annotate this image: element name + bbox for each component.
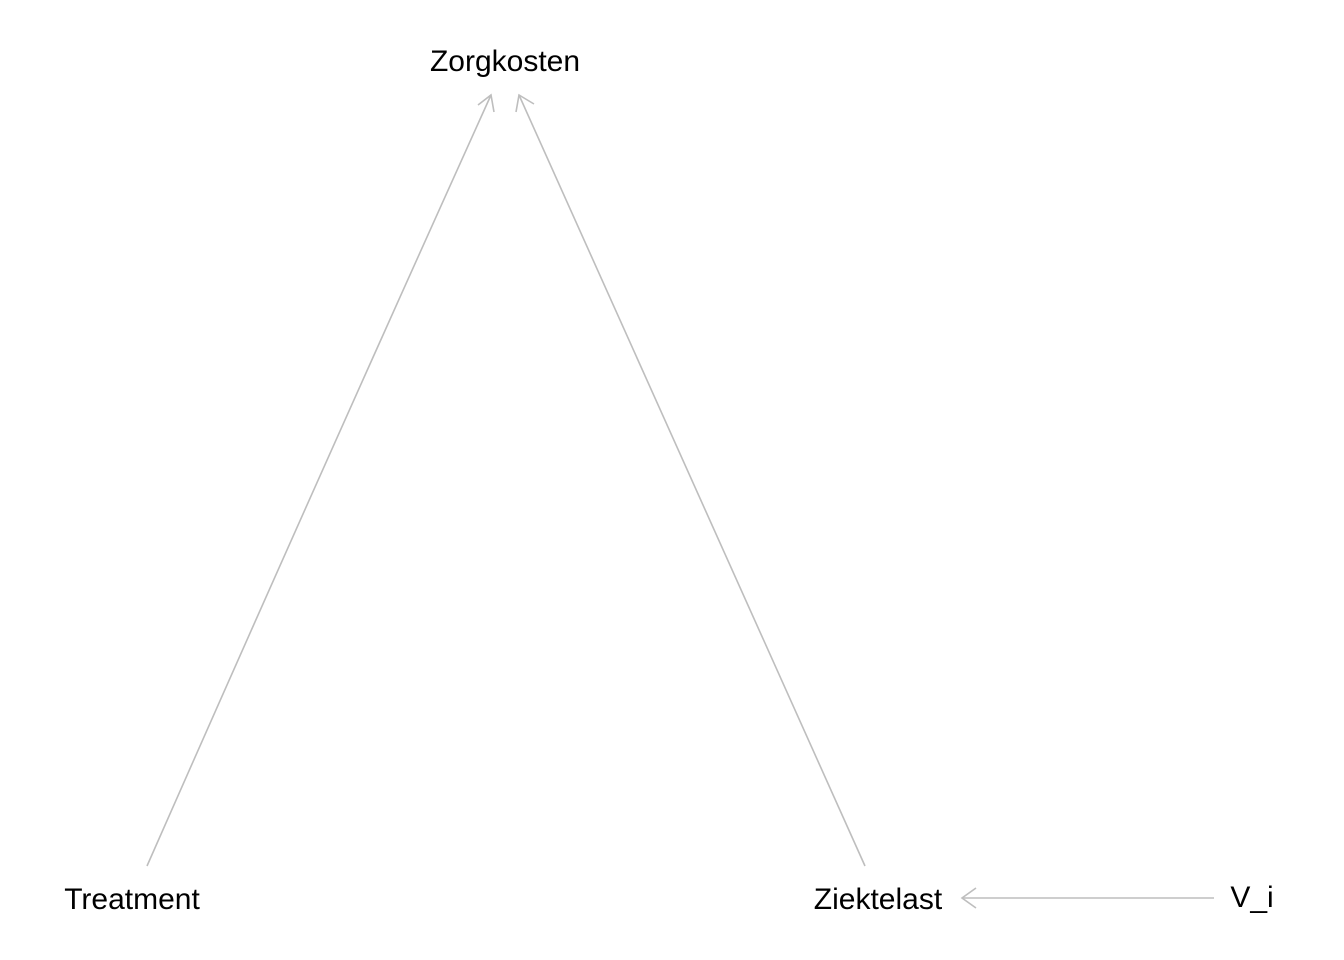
- node-v_i: V_i: [1230, 881, 1273, 914]
- edges-group: [146, 93, 1214, 909]
- node-zorgkosten: Zorgkosten: [430, 45, 580, 78]
- arrowhead-treatment-to-zorgkosten: [477, 93, 495, 113]
- nodes-group: Zorgkosten Treatment Ziektelast V_i: [64, 45, 1273, 916]
- edge-ziektelast-to-zorgkosten: [518, 94, 866, 867]
- node-treatment: Treatment: [64, 883, 200, 916]
- arrowhead-ziektelast-to-zorgkosten: [515, 93, 535, 113]
- arrowhead-v_i-to-ziektelast: [960, 887, 977, 909]
- edge-treatment-to-zorgkosten: [146, 94, 492, 867]
- node-ziektelast: Ziektelast: [814, 883, 943, 916]
